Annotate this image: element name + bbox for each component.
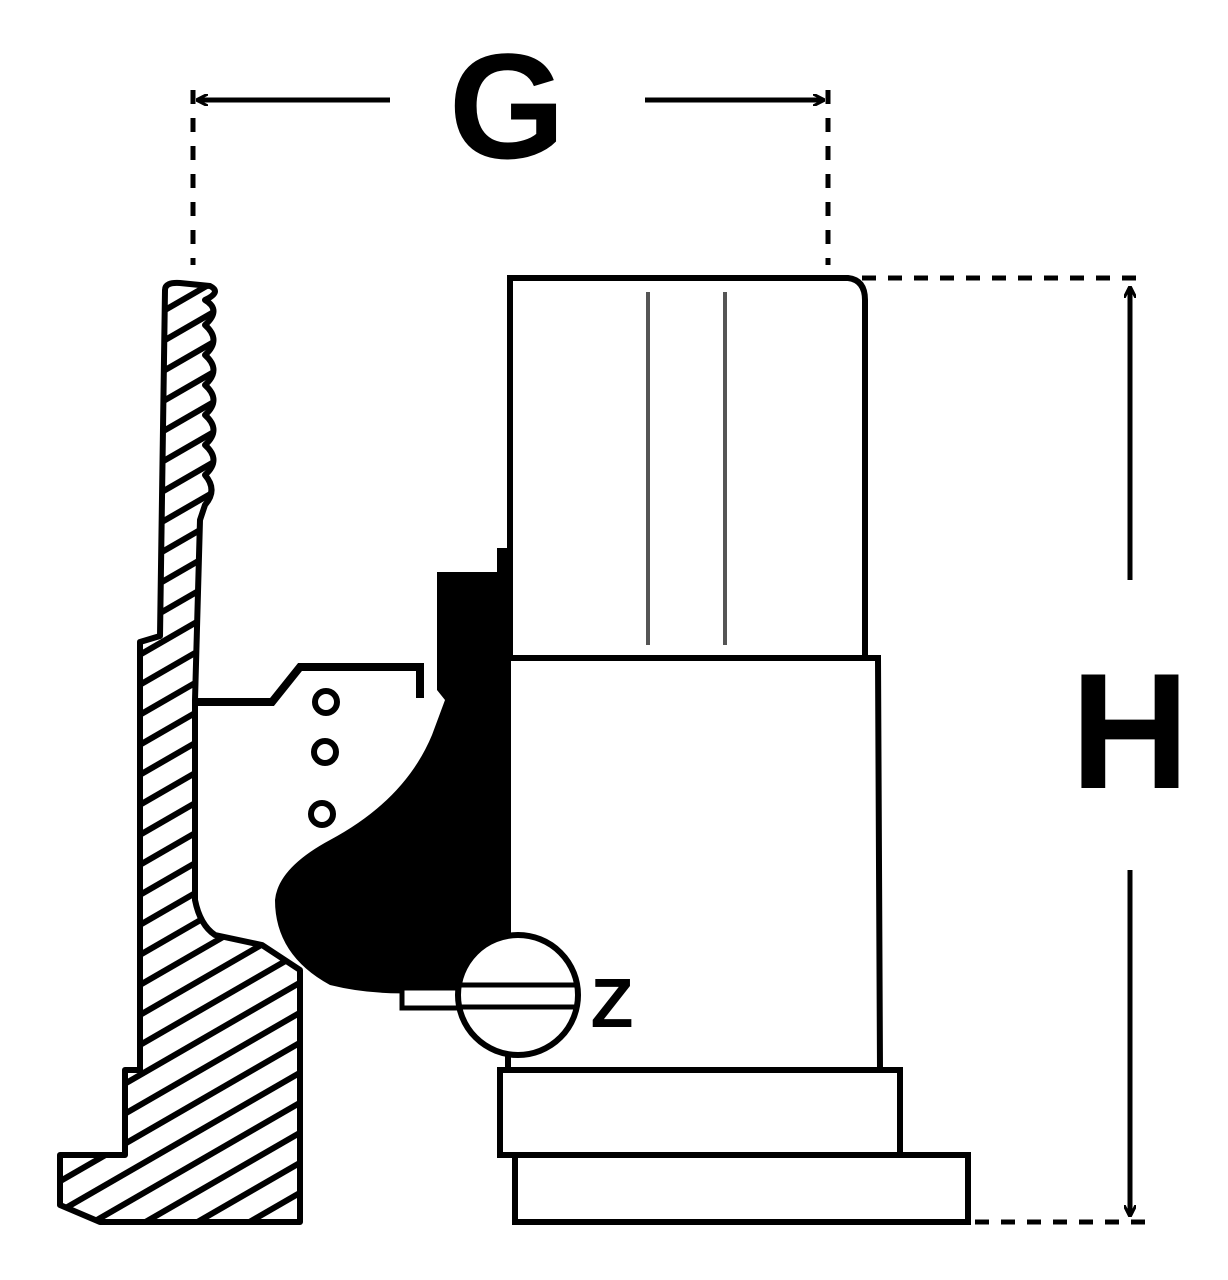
coupling-body — [497, 275, 971, 1225]
base-ring — [497, 1067, 903, 1158]
label-z: Z — [591, 964, 634, 1042]
label-g: G — [449, 22, 566, 190]
detail-z-marker — [399, 932, 581, 1058]
base-flange — [512, 1152, 971, 1225]
ball — [308, 800, 336, 828]
pin — [399, 985, 465, 1011]
dimension-h — [862, 275, 1145, 1225]
label-h: H — [1070, 639, 1189, 823]
detail-circle — [455, 932, 581, 1058]
ball — [312, 688, 340, 716]
locking-arm — [195, 663, 424, 706]
locking-balls — [308, 688, 340, 828]
hatched-section — [57, 279, 303, 1225]
cam-lever — [275, 548, 512, 994]
dimension-g — [190, 90, 831, 265]
ball — [311, 738, 339, 766]
upper-sleeve — [507, 275, 868, 661]
